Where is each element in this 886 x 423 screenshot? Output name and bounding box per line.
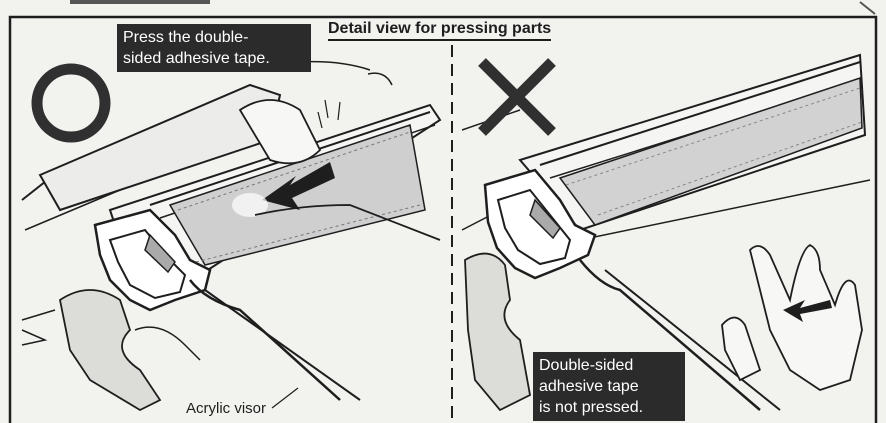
outer-border (8, 15, 878, 423)
weatherstrip (58, 289, 162, 412)
adhesive-tape-unpressed (558, 76, 863, 226)
binding-corner (859, 1, 876, 15)
press-arrow (262, 162, 335, 210)
slide-arrow (783, 300, 832, 322)
right-illustration (461, 53, 871, 412)
label-leader (271, 387, 299, 409)
finger (238, 99, 322, 165)
callout-line: Press the double- (123, 29, 249, 46)
left-illustration (21, 60, 442, 412)
ok-circle-icon (31, 63, 111, 143)
press-instruction-callout: Press the double- sided adhesive tape. (117, 24, 311, 72)
page-title: Detail view for pressing parts (328, 20, 552, 41)
callout-line: Double-sided (539, 357, 634, 374)
callout-line: sided adhesive tape. (123, 50, 270, 67)
not-pressed-callout: Double-sided adhesive tape is not presse… (533, 352, 685, 421)
ng-cross-icon (478, 58, 556, 136)
callout-line: is not pressed. (539, 399, 644, 416)
hand (749, 243, 863, 391)
acrylic-visor-label: Acrylic visor (184, 400, 269, 417)
callout-line: adhesive tape (539, 378, 639, 395)
weatherstrip-right (464, 252, 532, 412)
